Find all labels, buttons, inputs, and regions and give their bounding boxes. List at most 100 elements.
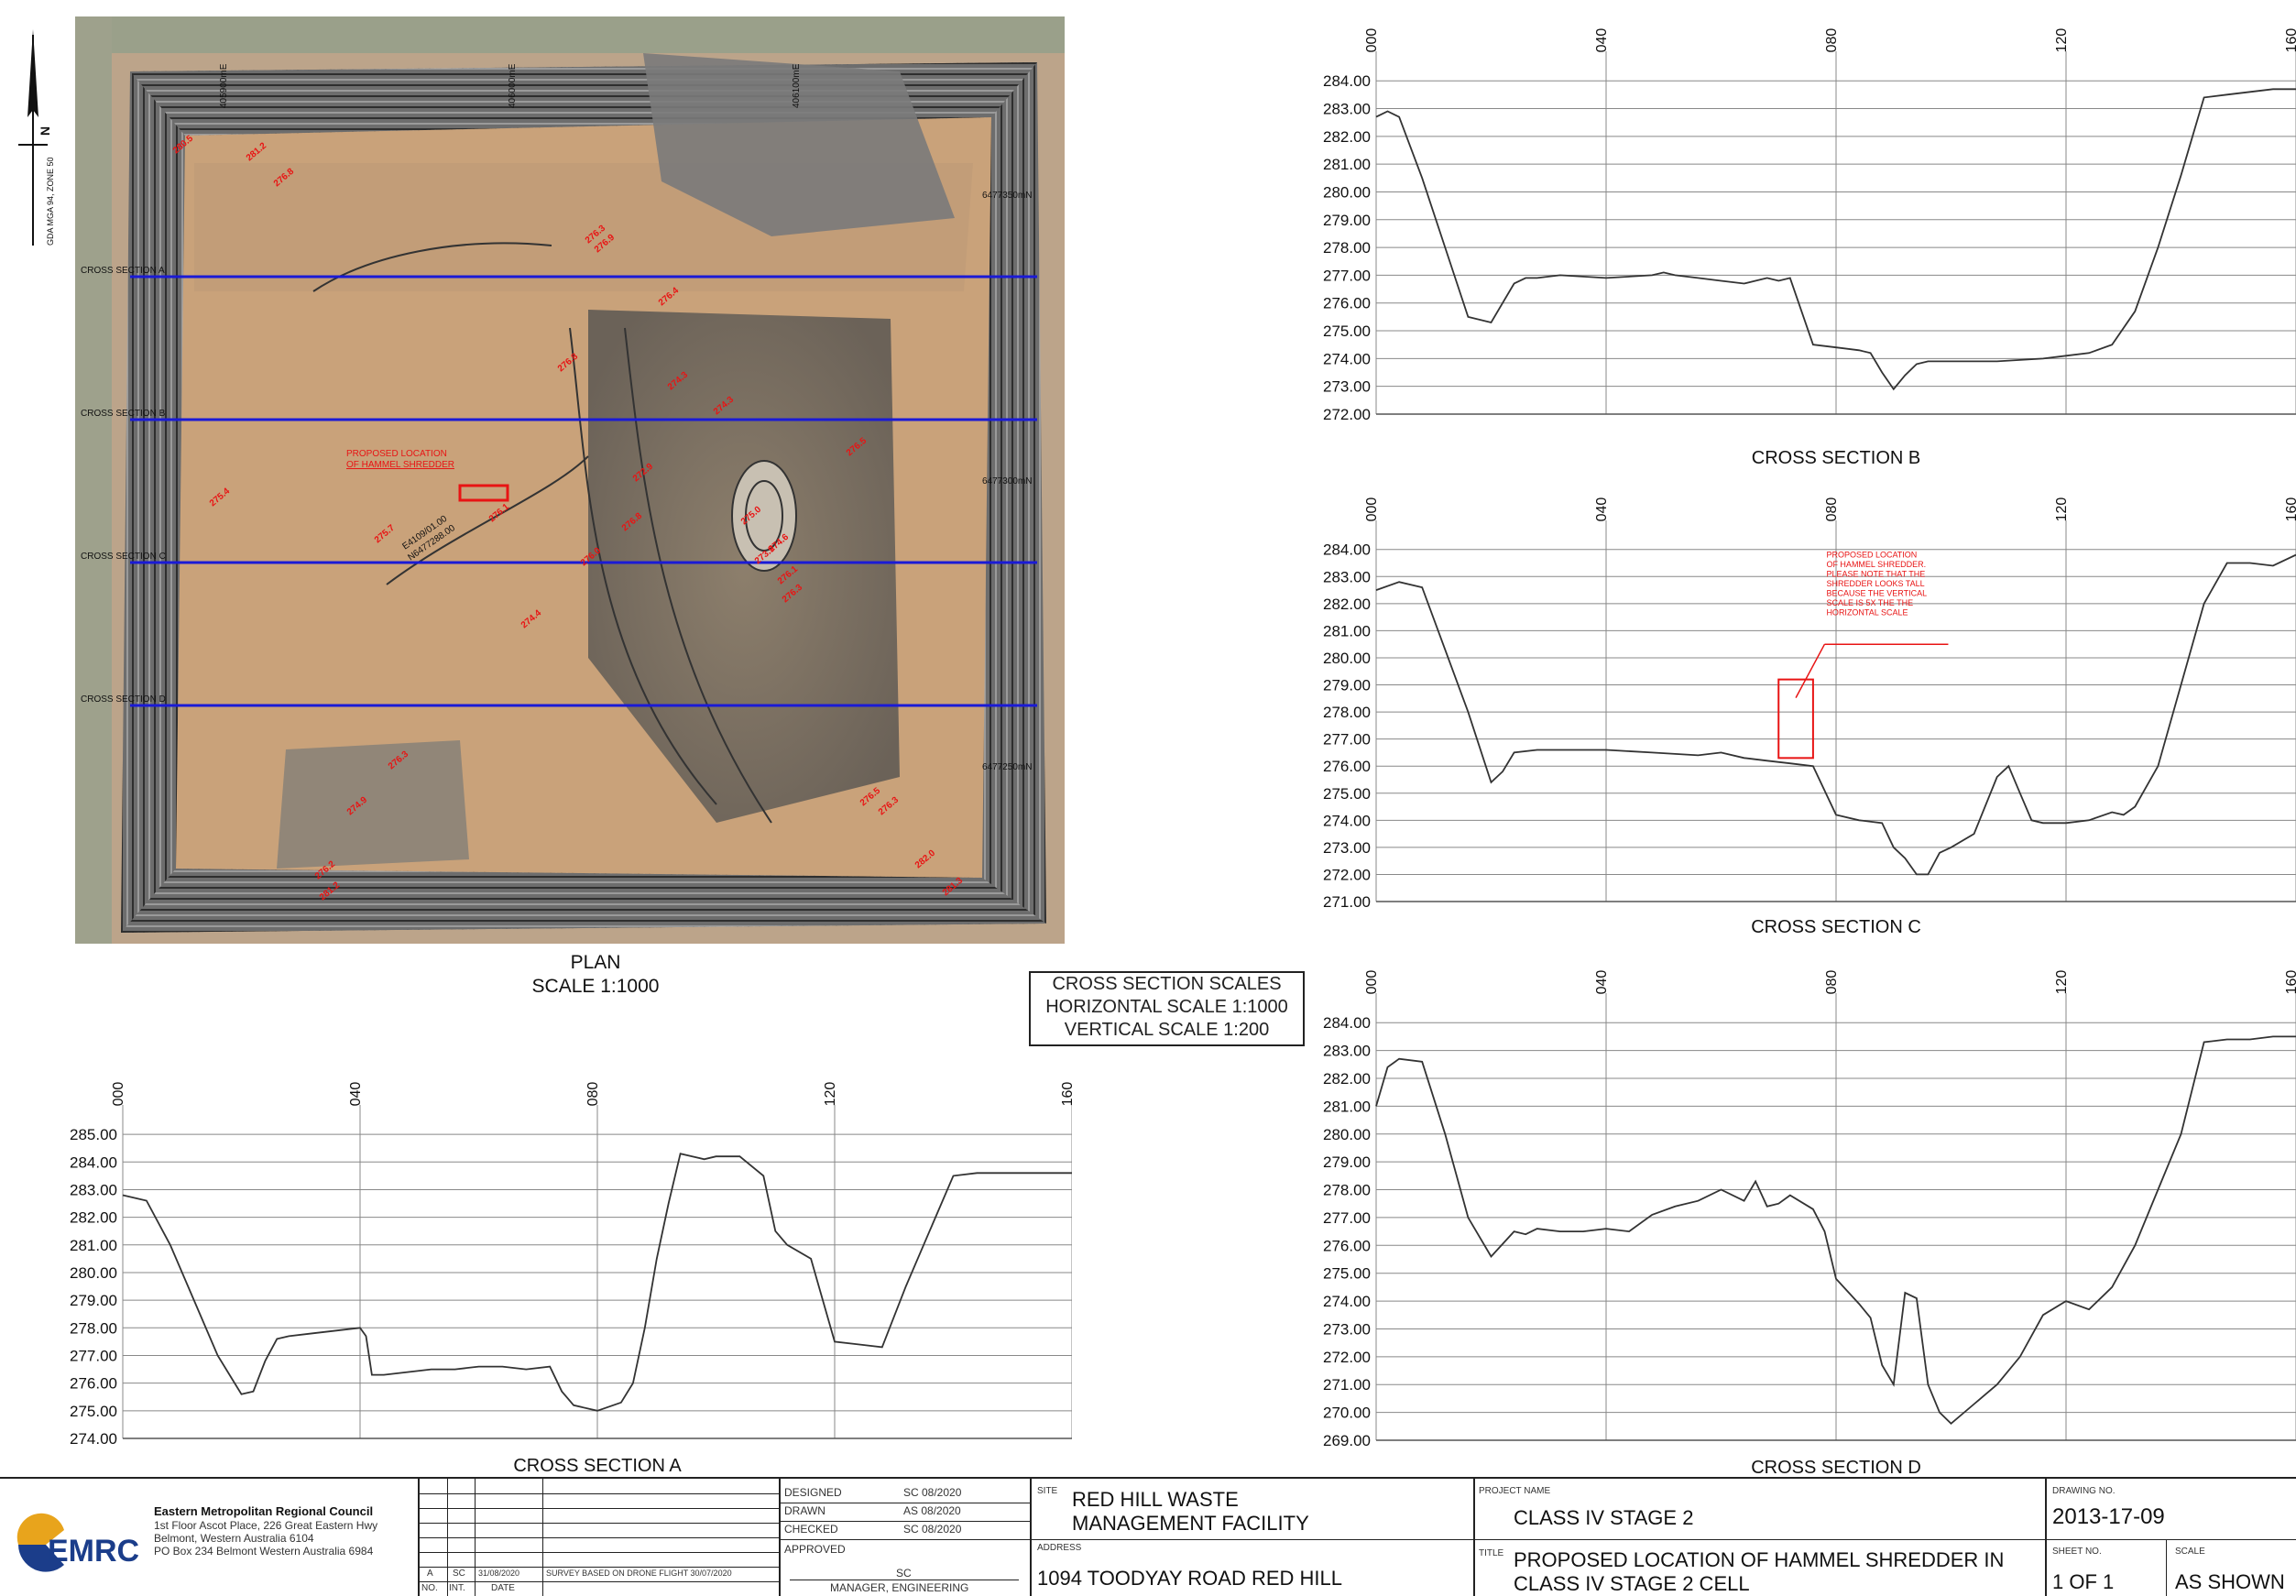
- annotation-text: PROPOSED LOCATION: [1826, 551, 1917, 560]
- y-tick-label: 278.00: [70, 1319, 117, 1337]
- y-tick-label: 275.00: [1323, 322, 1371, 340]
- x-tick-label: 120: [2054, 28, 2070, 53]
- logo-wordmark: EMRC: [48, 1534, 140, 1569]
- northing-label-1: 6477350mN: [982, 191, 1032, 201]
- drawing-no-value: 2013-17-09: [2052, 1504, 2165, 1529]
- y-tick-label: 283.00: [1323, 1043, 1371, 1060]
- north-label: N: [38, 126, 52, 136]
- y-tick-label: 280.00: [1323, 650, 1371, 667]
- x-tick-label: 120: [2054, 970, 2070, 995]
- annotation-text: SHREDDER LOOKS TALL: [1826, 579, 1924, 588]
- plan-caption: PLAN SCALE 1:1000: [421, 951, 770, 999]
- y-tick-label: 273.00: [1323, 378, 1371, 396]
- y-tick-label: 282.00: [70, 1209, 117, 1227]
- checked-label: CHECKED: [784, 1523, 838, 1536]
- x-tick-label: 120: [823, 1082, 838, 1107]
- y-tick-label: 284.00: [1323, 1014, 1371, 1032]
- section-title: CROSS SECTION C: [1751, 917, 1921, 936]
- shredder-section-marker: [1777, 678, 1814, 760]
- sheet-value: 1 OF 1: [2052, 1570, 2115, 1593]
- address-label: ADDRESS: [1037, 1543, 1082, 1553]
- approved-signature: SC: [896, 1567, 912, 1580]
- y-tick-label: 282.00: [1323, 128, 1371, 146]
- proposed-label-1: PROPOSED LOCATION: [346, 449, 447, 459]
- site-line-2: MANAGEMENT FACILITY: [1072, 1512, 1309, 1535]
- project-label: PROJECT NAME: [1479, 1486, 1551, 1496]
- x-tick-label: 040: [1594, 497, 1610, 522]
- x-tick-label: 120: [2054, 497, 2070, 522]
- y-tick-label: 281.00: [70, 1237, 117, 1254]
- approved-label: APPROVED: [784, 1543, 846, 1556]
- x-tick-label: 000: [1364, 28, 1380, 53]
- title-line-2: CLASS IV STAGE 2 CELL: [1514, 1572, 1750, 1595]
- y-tick-label: 280.00: [1323, 183, 1371, 201]
- section-label-d: CROSS SECTION D: [81, 694, 166, 705]
- designed-value: SC 08/2020: [903, 1486, 962, 1499]
- plan-caption-scale: SCALE 1:1000: [531, 976, 660, 997]
- y-tick-label: 278.00: [1323, 239, 1371, 257]
- y-tick-label: 276.00: [1323, 1237, 1371, 1254]
- y-tick-label: 284.00: [1323, 72, 1371, 90]
- title-line-1: PROPOSED LOCATION OF HAMMEL SHREDDER IN: [1514, 1548, 2005, 1571]
- title-block: EMRC Eastern Metropolitan Regional Counc…: [0, 1477, 2296, 1596]
- y-tick-label: 270.00: [1323, 1405, 1371, 1422]
- designed-label: DESIGNED: [784, 1486, 842, 1499]
- easting-label-1: 405900mE: [219, 63, 229, 108]
- y-tick-label: 282.00: [1323, 596, 1371, 613]
- y-tick-label: 274.00: [1323, 350, 1371, 367]
- y-tick-label: 281.00: [1323, 1098, 1371, 1115]
- y-tick-label: 277.00: [1323, 267, 1371, 284]
- annotation-text: OF HAMMEL SHREDDER.: [1826, 560, 1926, 569]
- y-tick-label: 277.00: [1323, 731, 1371, 749]
- y-tick-label: 284.00: [1323, 541, 1371, 559]
- y-tick-label: 277.00: [1323, 1209, 1371, 1227]
- plan-caption-title: PLAN: [570, 952, 621, 973]
- y-tick-label: 276.00: [1323, 295, 1371, 312]
- org-address-1: 1st Floor Ascot Place, 226 Great Eastern…: [154, 1519, 378, 1532]
- section-title: CROSS SECTION A: [513, 1456, 682, 1475]
- emrc-logo-icon: [16, 1513, 65, 1572]
- y-tick-label: 276.00: [1323, 758, 1371, 775]
- annotation-leader: [1795, 643, 1826, 698]
- section-label-a: CROSS SECTION A: [81, 266, 165, 276]
- y-tick-label: 284.00: [70, 1153, 117, 1171]
- rev-no: A: [427, 1569, 433, 1579]
- cross-section-c-chart: 284.00283.00282.00281.00280.00279.00278.…: [1323, 497, 2296, 936]
- y-tick-label: 274.00: [70, 1430, 117, 1448]
- scale-value: AS SHOWN: [2175, 1570, 2285, 1593]
- cross-section-b-chart: 284.00283.00282.00281.00280.00279.00278.…: [1323, 28, 2296, 467]
- y-tick-label: 282.00: [1323, 1070, 1371, 1088]
- rev-header-int: INT.: [449, 1583, 465, 1593]
- y-tick-label: 276.00: [70, 1375, 117, 1393]
- vertical-scale: VERTICAL SCALE 1:200: [1064, 1020, 1270, 1040]
- rev-int: SC: [453, 1569, 465, 1579]
- cross-section-scales-box: CROSS SECTION SCALES HORIZONTAL SCALE 1:…: [1029, 971, 1305, 1046]
- annotation-text: BECAUSE THE VERTICAL: [1826, 589, 1927, 598]
- x-tick-label: 000: [1364, 497, 1380, 522]
- y-tick-label: 279.00: [1323, 677, 1371, 694]
- rev-desc: SURVEY BASED ON DRONE FLIGHT 30/07/2020: [546, 1569, 732, 1578]
- drawing-no-label: DRAWING NO.: [2052, 1486, 2116, 1496]
- site-line-1: RED HILL WASTE: [1072, 1488, 1239, 1511]
- north-arrow-icon: N GDA MGA 94, ZONE 50: [18, 29, 55, 246]
- y-tick-label: 273.00: [1323, 1320, 1371, 1338]
- grid-label: GDA MGA 94, ZONE 50: [46, 157, 55, 246]
- scale-label: SCALE: [2175, 1547, 2205, 1557]
- y-tick-label: 277.00: [70, 1347, 117, 1364]
- annotation-text: HORIZONTAL SCALE: [1826, 608, 1908, 618]
- cross-section-a-chart: 285.00284.00283.00282.00281.00280.00279.…: [70, 1082, 1072, 1475]
- section-label-b: CROSS SECTION B: [81, 409, 166, 419]
- rev-header-no: NO.: [421, 1583, 438, 1593]
- x-tick-label: 160: [2284, 497, 2296, 522]
- y-tick-label: 283.00: [70, 1181, 117, 1198]
- y-tick-label: 274.00: [1323, 1293, 1371, 1310]
- y-tick-label: 279.00: [70, 1292, 117, 1309]
- drawn-value: AS 08/2020: [903, 1504, 961, 1517]
- project-value: CLASS IV STAGE 2: [1514, 1506, 1694, 1529]
- x-tick-label: 160: [2284, 970, 2296, 995]
- title-label: TITLE: [1479, 1548, 1504, 1558]
- y-tick-label: 273.00: [1323, 839, 1371, 857]
- y-tick-label: 271.00: [1323, 1376, 1371, 1394]
- pond: [588, 310, 900, 823]
- y-tick-label: 278.00: [1323, 1182, 1371, 1199]
